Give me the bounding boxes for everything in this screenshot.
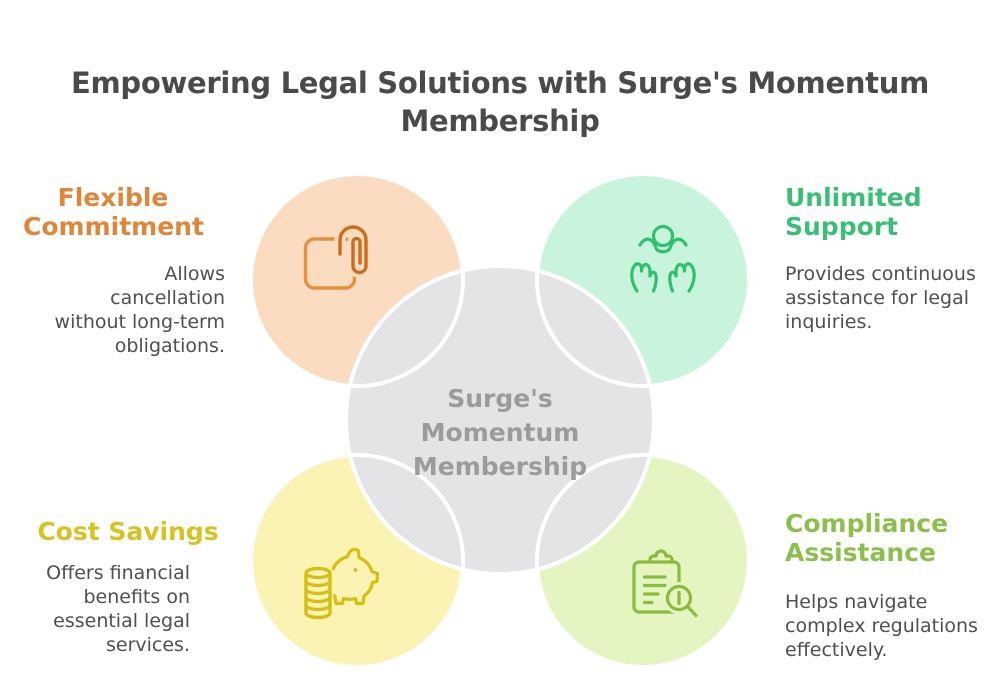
clipboard-lines [642,575,667,605]
circle-outline [535,172,751,388]
magnifier-handle [685,604,698,618]
body-line: assistance for legal [785,287,970,309]
heading-line: Support [785,212,899,241]
coin-ridges [304,579,332,612]
body-line: benefits on [83,586,190,608]
compliance-assistance-heading: Compliance Assistance [785,509,995,567]
support-icon [630,224,696,293]
page-title-line: Membership [400,104,600,138]
center-label-line: Momentum [420,418,580,447]
body-line: inquiries. [785,311,873,333]
center-circle [346,266,654,574]
paperclip [338,225,368,275]
clipboard-clip [648,549,674,564]
compliance-assistance-description: Helps navigate complex regulations effec… [785,590,1000,662]
cost-savings-description: Offers financial benefits on essential l… [20,561,190,657]
page-title: Empowering Legal Solutions with Surge's … [0,64,1000,140]
heading-line: Compliance [785,509,949,538]
cost-savings-heading: Cost Savings [33,517,223,546]
body-line: Offers financial [46,562,190,584]
left-hand [630,262,658,293]
flexible-commitment-description: Allows cancellation without long-term ob… [45,262,225,358]
pig-eye [353,568,358,572]
circle-outline [535,453,751,669]
body-line: Helps navigate [785,591,928,613]
coin-sides [304,571,332,620]
heading-line: Assistance [785,538,936,567]
body-line: effectively. [785,639,888,661]
heading-line: Cost Savings [37,517,219,546]
attachment-icon [303,221,372,290]
circle-outline [249,172,465,388]
body-line: Allows cancellation [110,263,225,309]
circle-outline [344,264,656,576]
clipboard-magnifier-icon [632,549,701,620]
circle-outlines [249,172,751,669]
center-label-line: Membership [412,452,588,481]
magnifier-lens [665,584,693,612]
unlimited-support-description: Provides continuous assistance for legal… [785,262,995,334]
piggy-bank-icon [302,547,380,621]
person-arms [638,237,688,254]
circle-outline [249,453,465,669]
body-line: obligations. [114,335,225,357]
unlimited-support-heading: Unlimited Support [785,183,985,241]
pig-body [326,547,380,606]
body-line: without long-term [54,311,225,333]
body-line: Provides continuous [785,263,976,285]
heading-line: Commitment [23,212,204,241]
body-line: essential legal [53,610,190,632]
heading-line: Flexible [57,183,169,212]
center-label-line: Surge's [447,384,553,413]
person-head [651,224,675,248]
body-line: complex regulations [785,615,978,637]
right-hand [668,262,696,293]
page-title-line: Empowering Legal Solutions with Surge's … [70,66,930,100]
center-circle-label: Surge's Momentum Membership [340,382,660,484]
body-line: services. [106,634,190,656]
flexible-commitment-heading: Flexible Commitment [23,183,204,241]
heading-line: Unlimited [785,183,922,212]
